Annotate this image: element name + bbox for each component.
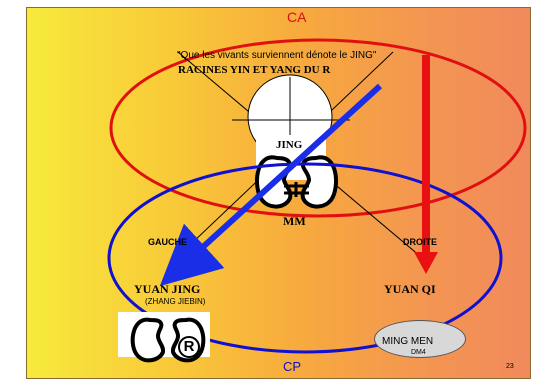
mm-label: MM xyxy=(283,214,306,228)
kidneys-icon xyxy=(255,155,338,209)
ca-ellipse xyxy=(109,38,527,218)
cp-label: CP xyxy=(283,359,302,374)
ming-men-box xyxy=(374,320,466,358)
yuan-qi-label: YUAN QI xyxy=(384,282,436,296)
blue-arrow xyxy=(159,83,383,287)
ca-label: CA xyxy=(287,9,307,25)
red-arrow xyxy=(414,55,438,274)
ming-men-label: MING MEN xyxy=(382,336,434,347)
r-symbol: R xyxy=(183,338,195,355)
cp-ellipse xyxy=(107,162,503,354)
gauche-label: GAUCHE xyxy=(148,237,188,247)
r-badge: R xyxy=(178,336,200,358)
droite-label: DROITE xyxy=(403,237,438,247)
page-number: 23 xyxy=(506,363,514,370)
quote-text: "Que les vivants surviennent dénote le J… xyxy=(177,50,377,61)
zhang-jiebin-label: (ZHANG JIEBIN) xyxy=(145,297,206,306)
dm4-label: DM4 xyxy=(411,349,426,356)
jing-label: JING xyxy=(276,139,303,151)
racines-text: RACINES YIN ET YANG DU R xyxy=(178,64,331,76)
yuan-jing-label: YUAN JING xyxy=(134,282,201,296)
